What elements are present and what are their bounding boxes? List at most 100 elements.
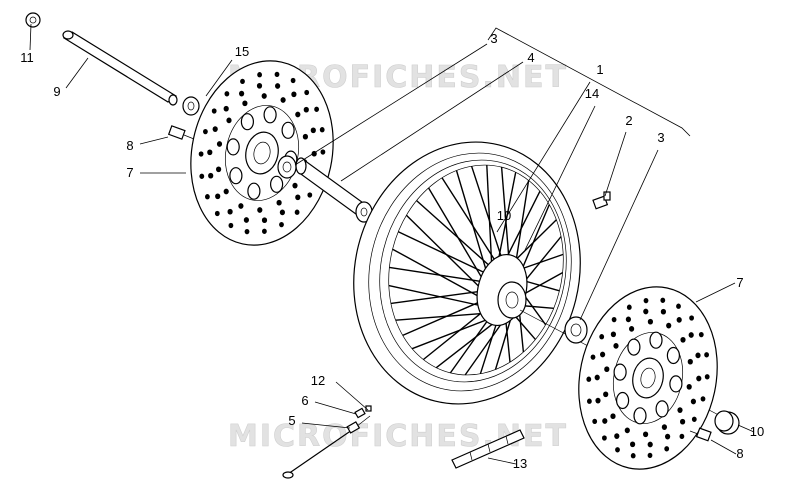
disc-hole — [603, 391, 609, 398]
leader-line-5 — [301, 422, 351, 429]
leader-line-14 — [524, 105, 596, 251]
disc-hole — [261, 93, 267, 99]
disc-hole — [611, 316, 617, 323]
disc-hole — [228, 222, 234, 229]
disc-hole — [676, 303, 681, 309]
disc-hole — [240, 78, 245, 85]
callout-number-10: 10 — [497, 208, 511, 223]
disc-cutout — [247, 182, 261, 200]
disc-hole — [604, 366, 610, 373]
callout-number-2: 2 — [625, 113, 632, 128]
disc-hole — [243, 217, 249, 223]
disc-hole — [238, 203, 244, 209]
disc-hole — [677, 407, 683, 413]
speedometer-cable-part — [282, 405, 372, 479]
disc-hole — [615, 447, 620, 453]
disc-hole — [690, 398, 697, 405]
disc-hole — [696, 375, 702, 382]
disc-hole — [295, 111, 301, 118]
disc-cutout — [613, 363, 627, 381]
disc-cutout — [270, 175, 284, 193]
disc-hole — [660, 308, 667, 315]
disc-hole — [664, 446, 670, 452]
disc-hole — [610, 413, 616, 420]
leader-line-4 — [340, 61, 524, 182]
disc-hole — [614, 433, 620, 439]
spacer-part — [182, 96, 200, 116]
callout-number-11: 11 — [20, 50, 34, 65]
disc-hole — [610, 331, 617, 338]
disc-hole — [680, 336, 686, 343]
callout-number-14: 14 — [585, 86, 599, 101]
disc-hole — [310, 127, 316, 134]
spoke — [388, 284, 492, 309]
disc-cutout — [615, 391, 630, 410]
spoke — [470, 165, 506, 267]
disc-hole — [212, 126, 218, 132]
disc-hole — [199, 173, 205, 179]
disc-hole — [592, 418, 598, 425]
leader-line-9 — [65, 57, 89, 89]
disc-hole — [244, 228, 250, 235]
disc-cutout — [263, 106, 277, 124]
disc-hole — [276, 199, 282, 206]
spoke — [501, 190, 541, 267]
leader-line-8 — [710, 439, 737, 455]
leader-line-8 — [139, 136, 169, 145]
disc-hole — [261, 217, 268, 224]
disc-hole — [224, 91, 230, 97]
disc-hole — [275, 83, 281, 89]
disc-hole — [294, 209, 300, 215]
disc-hole — [688, 332, 694, 338]
disc-hole — [629, 326, 635, 332]
disc-hole — [280, 97, 286, 103]
bearing-part-right — [564, 316, 588, 344]
wheel-rim — [353, 141, 581, 405]
disc-hole — [292, 182, 298, 189]
disc-hole — [319, 127, 325, 133]
leader-line-1 — [496, 81, 591, 233]
callout-number-10: 10 — [750, 424, 764, 439]
valve-part — [592, 191, 611, 210]
disc-hole — [647, 441, 653, 448]
disc-hole — [214, 210, 220, 217]
disc-hole — [304, 89, 310, 96]
disc-hole — [676, 317, 682, 323]
disc-cutout — [633, 407, 647, 425]
callout-number-8: 8 — [736, 446, 743, 461]
disc-hole — [643, 297, 649, 304]
spoke — [422, 305, 491, 361]
disc-hole — [257, 72, 262, 78]
disc-hole — [687, 358, 693, 365]
brake-disc-right — [578, 286, 718, 470]
disc-hole — [660, 297, 666, 303]
disc-hole — [587, 398, 592, 404]
disc-hole — [207, 149, 213, 156]
disc-cutout — [229, 167, 243, 185]
nut-part — [25, 12, 41, 28]
disc-hole — [613, 343, 619, 349]
disc-hole — [227, 208, 233, 215]
disc-hole — [625, 316, 632, 323]
leader-line-15 — [205, 59, 233, 97]
disc-hole — [239, 90, 245, 97]
leader-line-12 — [335, 381, 369, 411]
disc-hole — [661, 424, 668, 430]
disc-hole — [257, 207, 263, 213]
disc-hole — [274, 71, 280, 78]
brake-disc-left — [190, 60, 334, 246]
disc-hole — [291, 91, 297, 98]
spoke — [392, 248, 489, 303]
disc-cutout — [655, 400, 669, 418]
callout-number-5: 5 — [288, 413, 295, 428]
callout-number-12: 12 — [311, 373, 325, 388]
disc-hole — [695, 352, 701, 359]
disc-hole — [666, 322, 672, 329]
disc-hole — [643, 308, 649, 315]
disc-hole — [686, 383, 692, 390]
disc-cutout — [669, 375, 683, 393]
disc-hole — [680, 418, 686, 425]
disc-hole — [208, 172, 214, 179]
disc-hole — [205, 194, 210, 200]
